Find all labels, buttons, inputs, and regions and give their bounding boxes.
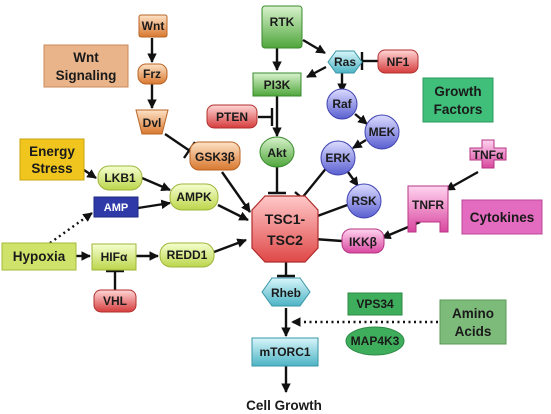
node-pi3k: PI3K xyxy=(252,72,302,97)
category-hypoxia: Hypoxia xyxy=(1,242,77,271)
edge-rtk-ras xyxy=(302,38,326,55)
svg-text:Cell Growth: Cell Growth xyxy=(246,398,322,413)
svg-text:Dvl: Dvl xyxy=(143,116,162,130)
node-pten: PTEN xyxy=(206,104,258,129)
node-tnfa: TNFα xyxy=(469,139,507,169)
edge-amp-ampk xyxy=(137,199,171,210)
svg-text:HIFα: HIFα xyxy=(101,250,128,264)
svg-text:Energy: Energy xyxy=(29,144,75,159)
svg-text:ERK: ERK xyxy=(325,151,351,165)
svg-text:Ras: Ras xyxy=(334,55,356,69)
node-rsk: RSK xyxy=(346,183,382,219)
svg-text:mTORC1: mTORC1 xyxy=(259,345,310,359)
svg-text:Stress: Stress xyxy=(31,161,72,176)
node-frz: Frz xyxy=(137,63,168,85)
svg-text:Wnt: Wnt xyxy=(73,50,99,65)
category-growth-factors: Growth Factors xyxy=(422,77,494,123)
svg-text:TSC2: TSC2 xyxy=(267,232,303,248)
node-tsc1-tsc2: TSC1- TSC2 xyxy=(251,195,319,263)
category-wnt-signaling: Wnt Signaling xyxy=(43,44,129,88)
edge-energy-lkb1 xyxy=(83,169,97,179)
svg-text:Factors: Factors xyxy=(434,102,483,117)
svg-text:Raf: Raf xyxy=(332,97,352,111)
node-hifa: HIFα xyxy=(91,243,137,271)
svg-text:VPS34: VPS34 xyxy=(356,297,394,311)
svg-text:Growth: Growth xyxy=(434,84,481,99)
svg-text:AMPK: AMPK xyxy=(176,190,212,204)
node-akt: Akt xyxy=(259,136,295,168)
edge-ras-pi3k xyxy=(306,65,327,79)
edge-redd1-tsc xyxy=(213,238,247,254)
edge-erk-tsc xyxy=(301,165,329,199)
edge-tnfa-tnfr xyxy=(445,170,479,192)
node-tnfr: TNFR xyxy=(407,185,449,233)
svg-text:Acids: Acids xyxy=(455,324,492,339)
svg-text:LKB1: LKB1 xyxy=(104,171,136,185)
svg-text:PTEN: PTEN xyxy=(216,110,248,124)
node-dvl: Dvl xyxy=(135,109,169,135)
svg-text:RSK: RSK xyxy=(351,194,377,208)
svg-text:TNFα: TNFα xyxy=(473,148,504,162)
svg-text:AMP: AMP xyxy=(104,202,128,214)
node-gsk3b: GSK3β xyxy=(189,141,241,171)
svg-text:Frz: Frz xyxy=(143,67,161,81)
node-rtk: RTK xyxy=(261,5,303,49)
svg-text:IKKβ: IKKβ xyxy=(349,235,377,249)
node-vps34: VPS34 xyxy=(347,292,403,316)
edge-raf-mek xyxy=(354,113,368,125)
node-raf: Raf xyxy=(326,88,358,120)
node-ikkb: IKKβ xyxy=(341,228,385,254)
svg-text:TSC1-: TSC1- xyxy=(265,211,306,227)
svg-text:REDD1: REDD1 xyxy=(167,248,208,262)
svg-text:GSK3β: GSK3β xyxy=(195,150,235,164)
node-mtorc1: mTORC1 xyxy=(251,337,319,367)
edge-gsk3b-tsc xyxy=(221,171,251,213)
output-cell-growth: Cell Growth xyxy=(246,398,322,413)
node-ras: Ras xyxy=(327,50,363,74)
node-nf1: NF1 xyxy=(377,49,419,74)
edge-lkb1-ampk xyxy=(141,176,171,192)
edge-ampk-tsc xyxy=(217,203,249,222)
node-erk: ERK xyxy=(320,140,356,176)
node-ampk: AMPK xyxy=(169,183,219,211)
category-amino-acids: Amino Acids xyxy=(439,299,507,345)
edge-hypoxia-amp xyxy=(49,212,93,244)
svg-text:Rheb: Rheb xyxy=(271,286,301,300)
node-map4k3: MAP4K3 xyxy=(345,326,405,356)
svg-text:MAP4K3: MAP4K3 xyxy=(351,334,400,348)
node-vhl: VHL xyxy=(93,289,137,313)
svg-text:MEK: MEK xyxy=(369,125,396,139)
node-amp: AMP xyxy=(93,196,139,218)
svg-text:NF1: NF1 xyxy=(387,55,410,69)
svg-text:Wnt: Wnt xyxy=(142,19,165,33)
node-wnt: Wnt xyxy=(138,14,168,38)
edge-dvl-gsk3b xyxy=(164,133,191,152)
svg-text:Signaling: Signaling xyxy=(56,68,117,83)
svg-text:Akt: Akt xyxy=(267,146,286,160)
node-rheb: Rheb xyxy=(261,277,311,307)
svg-text:VHL: VHL xyxy=(103,294,127,308)
svg-text:TNFR: TNFR xyxy=(412,198,444,212)
category-energy-stress: Energy Stress xyxy=(19,138,85,181)
svg-text:Hypoxia: Hypoxia xyxy=(13,249,66,264)
svg-text:RTK: RTK xyxy=(270,15,295,29)
node-redd1: REDD1 xyxy=(159,242,215,268)
edge-mek-erk xyxy=(352,138,367,150)
edge-erk-rsk xyxy=(347,171,359,187)
svg-text:Amino: Amino xyxy=(452,306,494,321)
svg-text:PI3K: PI3K xyxy=(264,78,291,92)
category-cytokines: Cytokines xyxy=(461,199,543,235)
node-lkb1: LKB1 xyxy=(97,165,143,191)
edge-ikkb-tsc xyxy=(313,237,343,243)
svg-text:Cytokines: Cytokines xyxy=(470,210,535,225)
node-mek: MEK xyxy=(364,114,400,150)
